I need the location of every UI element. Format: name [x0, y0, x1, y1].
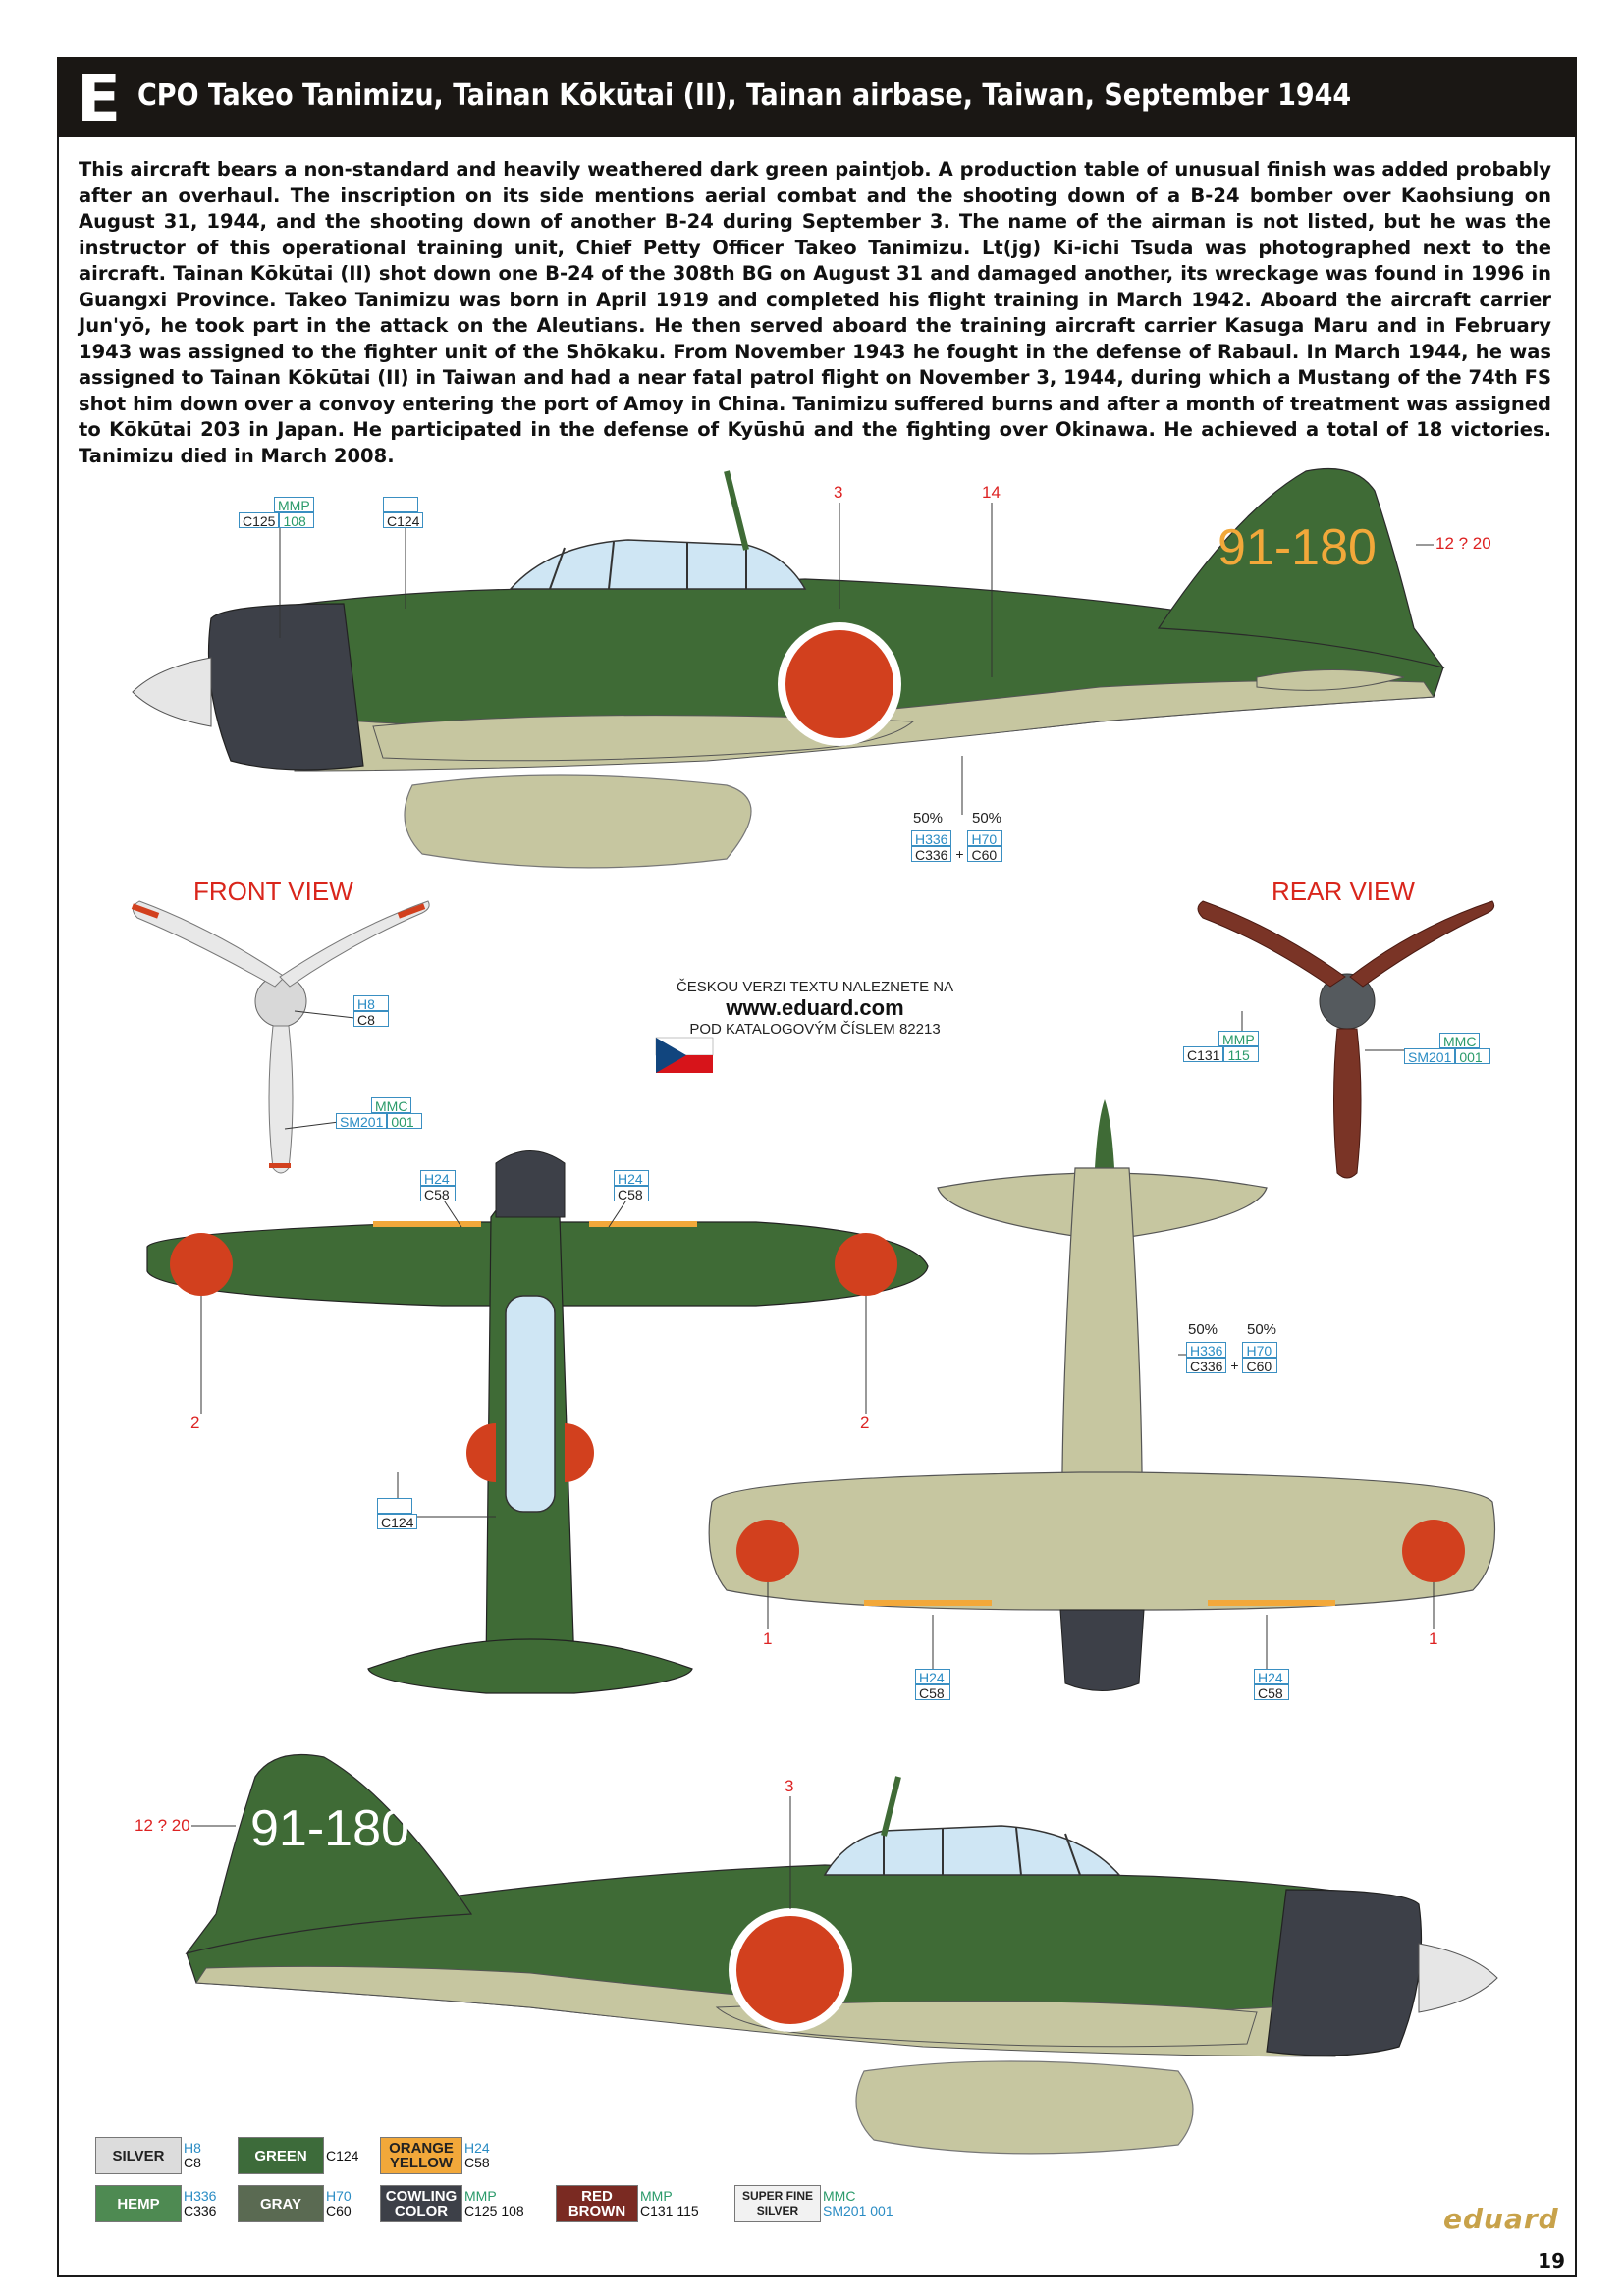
callout-2-right: 2 [860, 1414, 870, 1432]
code-box-silver: H8 C8 [353, 995, 389, 1028]
rear-view-label: REAR VIEW [1272, 877, 1415, 906]
header-bar [57, 57, 1577, 137]
pct-50-b: 50% [972, 810, 1002, 827]
callout-1-right: 1 [1429, 1629, 1438, 1648]
hinomaru-bottom-right [1402, 1520, 1465, 1582]
eduard-logo: eduard [1443, 2203, 1559, 2235]
front-view [131, 900, 430, 1174]
spinner-left [132, 657, 212, 727]
drop-tank [404, 774, 752, 869]
czech-note-url: www.eduard.com [726, 995, 904, 1020]
czech-flag [655, 1037, 714, 1073]
code-box-c124-topview: C124 [377, 1498, 418, 1530]
hinomaru-bottom-left [736, 1520, 799, 1582]
hinomaru-top-right [835, 1233, 897, 1296]
stencil-ref-top: 12 ? 20 [1435, 534, 1491, 553]
description-paragraph: This aircraft bears a non-standard and h… [79, 158, 1551, 467]
prop-blade-rear-1 [1197, 900, 1346, 988]
pct-50-d: 50% [1247, 1321, 1277, 1338]
prop-blade-rear-2 [1349, 900, 1495, 988]
description-text: This aircraft bears a non-standard and h… [79, 157, 1551, 469]
code-box-h24-top-right: H24 C58 [614, 1170, 649, 1202]
czech-note-line3: POD KATALOGOVÝM ČÍSLEM 82213 [689, 1021, 941, 1038]
callout-14: 14 [982, 483, 1001, 502]
front-view-label: FRONT VIEW [193, 877, 353, 906]
tail-code-left: 91-180 [1218, 519, 1377, 576]
page-number: 19 [1538, 2249, 1565, 2272]
canopy-left [509, 539, 807, 590]
czech-note-line1: ČESKOU VERZI TEXTU NALEZNETE NA [676, 979, 954, 995]
czech-note: ČESKOU VERZI TEXTU NALEZNETE NA www.edua… [648, 979, 982, 1038]
legend-green: GREEN C124 [238, 2137, 361, 2174]
prop-blade-front-3 [268, 1025, 294, 1174]
profile-letter: E [77, 61, 122, 136]
wing-left [372, 715, 915, 762]
callout-1-left: 1 [763, 1629, 773, 1648]
callout-3-bottom: 3 [785, 1777, 794, 1795]
bottom-wings [708, 1471, 1496, 1611]
prop-blade-rear-3 [1333, 1028, 1362, 1179]
tail-fin-left [1157, 467, 1445, 668]
tail-code-right: 91-180 [250, 1800, 409, 1857]
stencil-ref-bottom: 12 ? 20 [135, 1816, 190, 1835]
callout-3-top: 3 [834, 483, 843, 502]
top-canopy [505, 1295, 556, 1513]
side-profile-right [185, 1753, 1498, 2155]
cowling-left [207, 603, 364, 771]
code-box-h24-bottom-left: H24 C58 [915, 1669, 950, 1701]
code-box-h24-bottom-right: H24 C58 [1254, 1669, 1289, 1701]
rear-view [1197, 900, 1495, 1179]
pct-50-a: 50% [913, 810, 944, 827]
callout-2-left: 2 [190, 1414, 200, 1432]
hinomaru-top-left [170, 1233, 233, 1296]
code-box-h24-top-left: H24 C58 [420, 1170, 456, 1202]
top-view [146, 1150, 929, 1694]
top-tailplane [367, 1638, 693, 1694]
pct-50-c: 50% [1188, 1321, 1218, 1338]
side-profile-left [132, 467, 1445, 869]
profile-title: CPO Takeo Tanimizu, Tainan Kōkūtai (II),… [137, 79, 1352, 113]
prop-blade-front-2 [279, 900, 430, 988]
code-box-c124-top: C124 [383, 497, 424, 529]
bottom-view [708, 1099, 1496, 1691]
